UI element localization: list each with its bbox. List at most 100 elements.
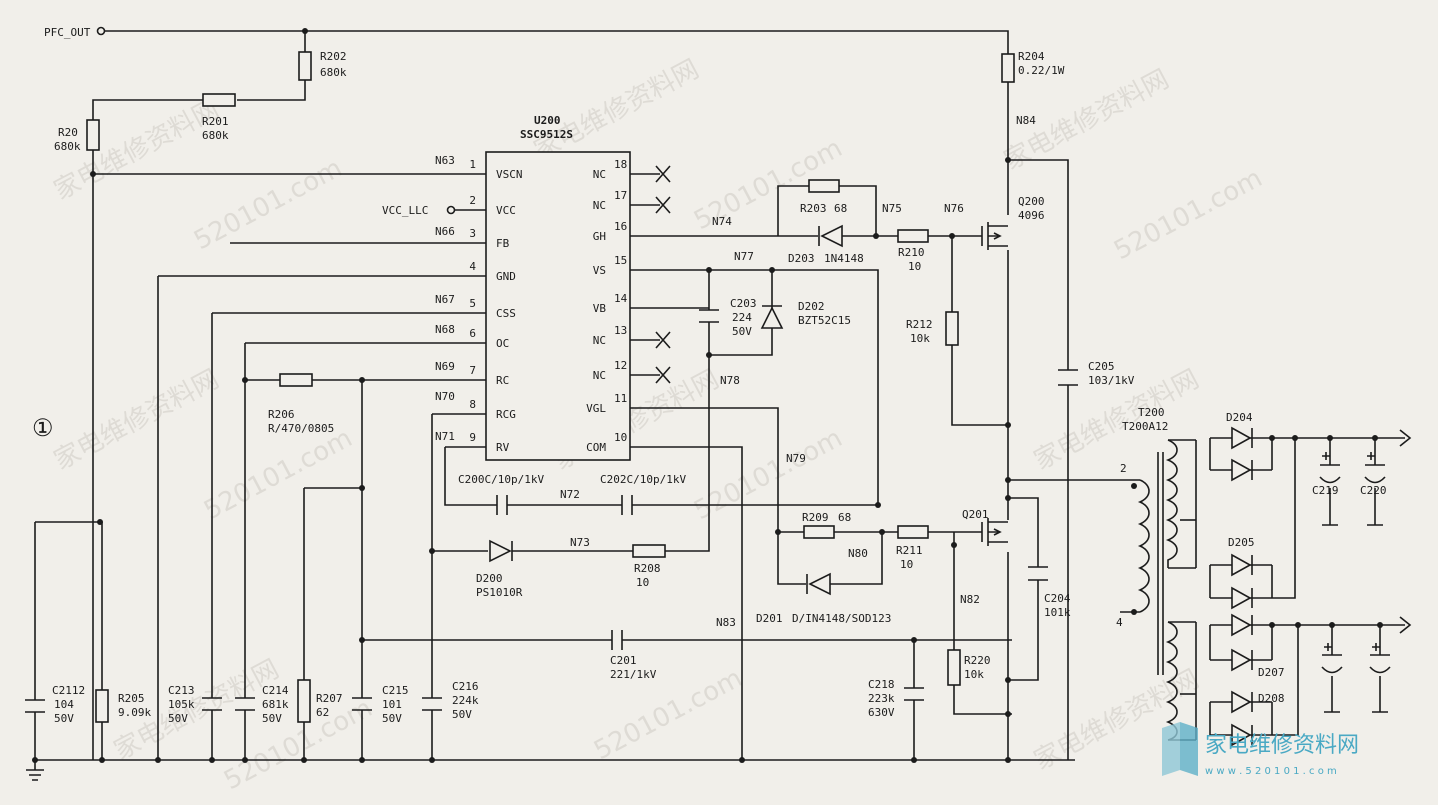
resistor-r204 — [1001, 53, 1015, 83]
c219-ref: C219 — [1312, 484, 1339, 497]
r205-ref: R205 — [118, 692, 145, 705]
r204-ref: R204 — [1018, 50, 1045, 63]
capacitor-c218 — [904, 687, 924, 701]
mosfets — [981, 222, 1008, 546]
ic-pin-number: 15 — [614, 254, 627, 267]
r207-ref: R207 — [316, 692, 343, 705]
ic-pin-number: 5 — [469, 297, 476, 310]
resistor-r220 — [947, 649, 961, 686]
ic-pin-name: VS — [593, 264, 606, 277]
ic-pin-number: 17 — [614, 189, 627, 202]
ic-pin-number: 6 — [469, 327, 476, 340]
d200-ref: D200 — [476, 572, 503, 585]
label-n75: N75 — [882, 202, 902, 215]
resistor-r206 — [279, 373, 313, 387]
watermark-cn: 家电维修资料网 — [529, 54, 704, 166]
capacitors — [25, 309, 1391, 713]
ic-pin-name: NC — [593, 168, 606, 181]
ic-part: SSC9512S — [520, 128, 573, 141]
label-n83: N83 — [716, 616, 736, 629]
ic-pin-name: OC — [496, 337, 509, 350]
d204-ref: D204 — [1226, 411, 1253, 424]
section-marker: ① — [32, 414, 54, 442]
transformer-t200 — [1131, 439, 1178, 741]
diode-d203 — [818, 224, 843, 248]
capacitor-c214 — [235, 697, 255, 711]
r212-ref: R212 — [906, 318, 933, 331]
r207-value: 62 — [316, 706, 329, 719]
t200-ref: T200 — [1138, 406, 1165, 419]
ic-pin-name: RC — [496, 374, 509, 387]
c213-value2: 50V — [168, 712, 188, 725]
ic-pin-number: 2 — [469, 194, 476, 207]
resistor-r210 — [897, 229, 929, 243]
ic-pin-name: GND — [496, 270, 516, 283]
ic-pin-number: 16 — [614, 220, 627, 233]
c202-label: C202C/10p/1kV — [600, 473, 686, 486]
d203-ref: D203 — [788, 252, 815, 265]
diode-d202 — [760, 305, 784, 329]
r211-ref: R211 — [896, 544, 923, 557]
watermark-layer: 家电维修资料网 520101.com 家电维修资料网 520101.com 家电… — [49, 54, 1267, 796]
q200-value: 4096 — [1018, 209, 1045, 222]
ic-pin-number: 10 — [614, 431, 627, 444]
c216-value1: 224k — [452, 694, 479, 707]
d201-ref: D201 — [756, 612, 783, 625]
label-n71: N71 — [435, 430, 455, 443]
label-pfc-out: PFC_OUT — [44, 26, 91, 39]
c215-value1: 101 — [382, 698, 402, 711]
r20-value: 680k — [54, 140, 81, 153]
capacitor-c205 — [1058, 369, 1078, 386]
capacitor-c-sec4 — [1369, 643, 1391, 674]
capacitor-c219 — [1319, 452, 1341, 484]
ic-pin-number: 18 — [614, 158, 627, 171]
logo-url: w w w . 5 2 0 1 0 1 . c o m — [1205, 766, 1337, 777]
r211-value: 10 — [900, 558, 913, 571]
label-n63: N63 — [435, 154, 455, 167]
diode-d207a — [1231, 613, 1253, 637]
resistor-r20 — [86, 119, 100, 151]
mosfet-q200 — [981, 222, 1008, 250]
resistor-r201 — [202, 93, 236, 107]
wiring — [26, 26, 1412, 781]
ic-pin-name: RCG — [496, 408, 516, 421]
r212-value: 10k — [910, 332, 930, 345]
resistors — [86, 51, 1015, 723]
label-n69: N69 — [435, 360, 455, 373]
c205-value: 103/1kV — [1088, 374, 1135, 387]
resistor-r211 — [897, 525, 929, 539]
r206-value: R/470/0805 — [268, 422, 334, 435]
r201-value: 680k — [202, 129, 229, 142]
capacitor-c216 — [422, 697, 442, 711]
ic-pin-number: 14 — [614, 292, 628, 305]
r209-value: 68 — [838, 511, 851, 524]
label-n70: N70 — [435, 390, 455, 403]
ic-pin-name: VGL — [586, 402, 606, 415]
t200-pin-bottom: 4 — [1116, 616, 1123, 629]
r201-ref: R201 — [202, 115, 229, 128]
watermark-cn: 家电维修资料网 — [49, 364, 224, 476]
label-n82: N82 — [960, 593, 980, 606]
label-n77: N77 — [734, 250, 754, 263]
ic-pin-number: 7 — [469, 364, 476, 377]
d202-ref: D202 — [798, 300, 825, 313]
diode-d204a — [1231, 426, 1253, 450]
ic-pin-name: NC — [593, 369, 606, 382]
ic-pin-name: GH — [593, 230, 606, 243]
resistor-r205 — [95, 689, 109, 723]
r202-value: 680k — [320, 66, 347, 79]
c203-value2: 50V — [732, 325, 752, 338]
ic-pin-name: VB — [593, 302, 607, 315]
c213-ref: C213 — [168, 684, 195, 697]
r220-ref: R220 — [964, 654, 991, 667]
watermark-url: 520101.com — [189, 153, 347, 256]
capacitor-c213 — [202, 697, 222, 711]
r203-ref: R203 — [800, 202, 827, 215]
c216-value2: 50V — [452, 708, 472, 721]
q200-ref: Q200 — [1018, 195, 1045, 208]
t200-value: T200A12 — [1122, 420, 1168, 433]
label-n84: N84 — [1016, 114, 1036, 127]
capacitor-c-sec3 — [1321, 643, 1343, 674]
ic-pin-number: 1 — [469, 158, 476, 171]
label-vcc-llc: VCC_LLC — [382, 204, 428, 217]
